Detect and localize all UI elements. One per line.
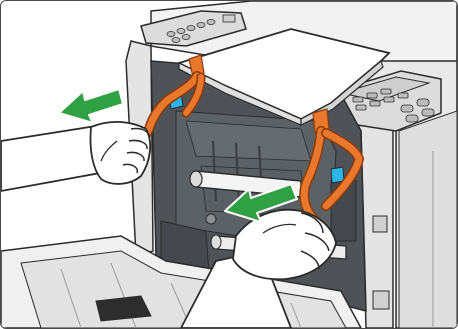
left-arrow-icon [59,89,123,123]
left-hand [1,122,150,191]
